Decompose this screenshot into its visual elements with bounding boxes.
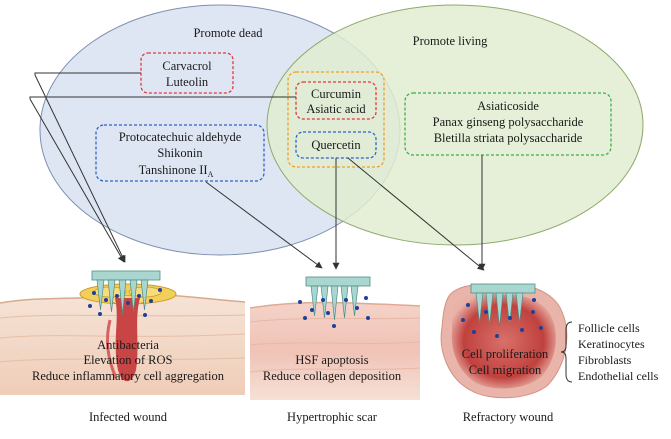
infected-effect-3: Reduce inflammatory cell aggregation — [32, 369, 225, 383]
infected-caption: Infected wound — [89, 410, 168, 424]
curcumin-connector — [29, 96, 296, 99]
protocatechuic-label: Protocatechuic aldehyde — [119, 130, 242, 144]
refractory-wound-illustration — [440, 283, 573, 399]
infected-effect-1: Antibacteria — [97, 338, 159, 352]
carvacrol-arrow — [34, 74, 126, 263]
cell-keratinocytes: Keratinocytes — [578, 337, 645, 351]
quercetin-arrow-refractory — [347, 157, 485, 271]
promote-living-title: Promote living — [413, 34, 488, 48]
shared-compounds-box — [287, 71, 385, 168]
shikonin-label: Shikonin — [157, 146, 203, 160]
asiaticoside-box — [404, 92, 612, 156]
promote-living-circle — [266, 4, 644, 246]
cell-follicle: Follicle cells — [578, 321, 640, 335]
asiaticoside-label: Asiaticoside — [477, 99, 539, 113]
infected-effect-2: Elevation of ROS — [84, 353, 173, 367]
connector-lines — [29, 72, 486, 271]
carvacrol-connector — [34, 72, 141, 75]
refractory-effect-1: Cell proliferation — [462, 347, 549, 361]
infected-wound-illustration — [0, 270, 246, 395]
tanshinone-label: Tanshinone IIA — [139, 163, 214, 179]
cell-fibroblasts: Fibroblasts — [578, 353, 632, 367]
tanshinone-arrow — [205, 181, 323, 269]
luteolin-label: Luteolin — [166, 75, 209, 89]
panax-label: Panax ginseng polysaccharide — [433, 115, 584, 129]
scar-effect-1: HSF apoptosis — [295, 353, 368, 367]
bletilla-label: Bletilla striata polysaccharide — [434, 131, 583, 145]
asiatic-acid-label: Asiatic acid — [306, 102, 366, 116]
scar-effect-2: Reduce collagen deposition — [263, 369, 402, 383]
curcumin-asiatic-box — [295, 81, 377, 120]
promote-dead-title: Promote dead — [193, 26, 263, 40]
refractory-effect-2: Cell migration — [469, 363, 542, 377]
refractory-caption: Refractory wound — [463, 410, 554, 424]
quercetin-label: Quercetin — [311, 138, 361, 152]
carvacrol-label: Carvacrol — [162, 59, 212, 73]
curcumin-label: Curcumin — [311, 87, 362, 101]
curcumin-arrow — [29, 98, 125, 263]
cell-endothelial: Endothelial cells — [578, 369, 659, 383]
hypertrophic-scar-illustration — [249, 276, 421, 400]
protocatechuic-box — [95, 124, 265, 182]
scar-caption: Hypertrophic scar — [287, 410, 378, 424]
